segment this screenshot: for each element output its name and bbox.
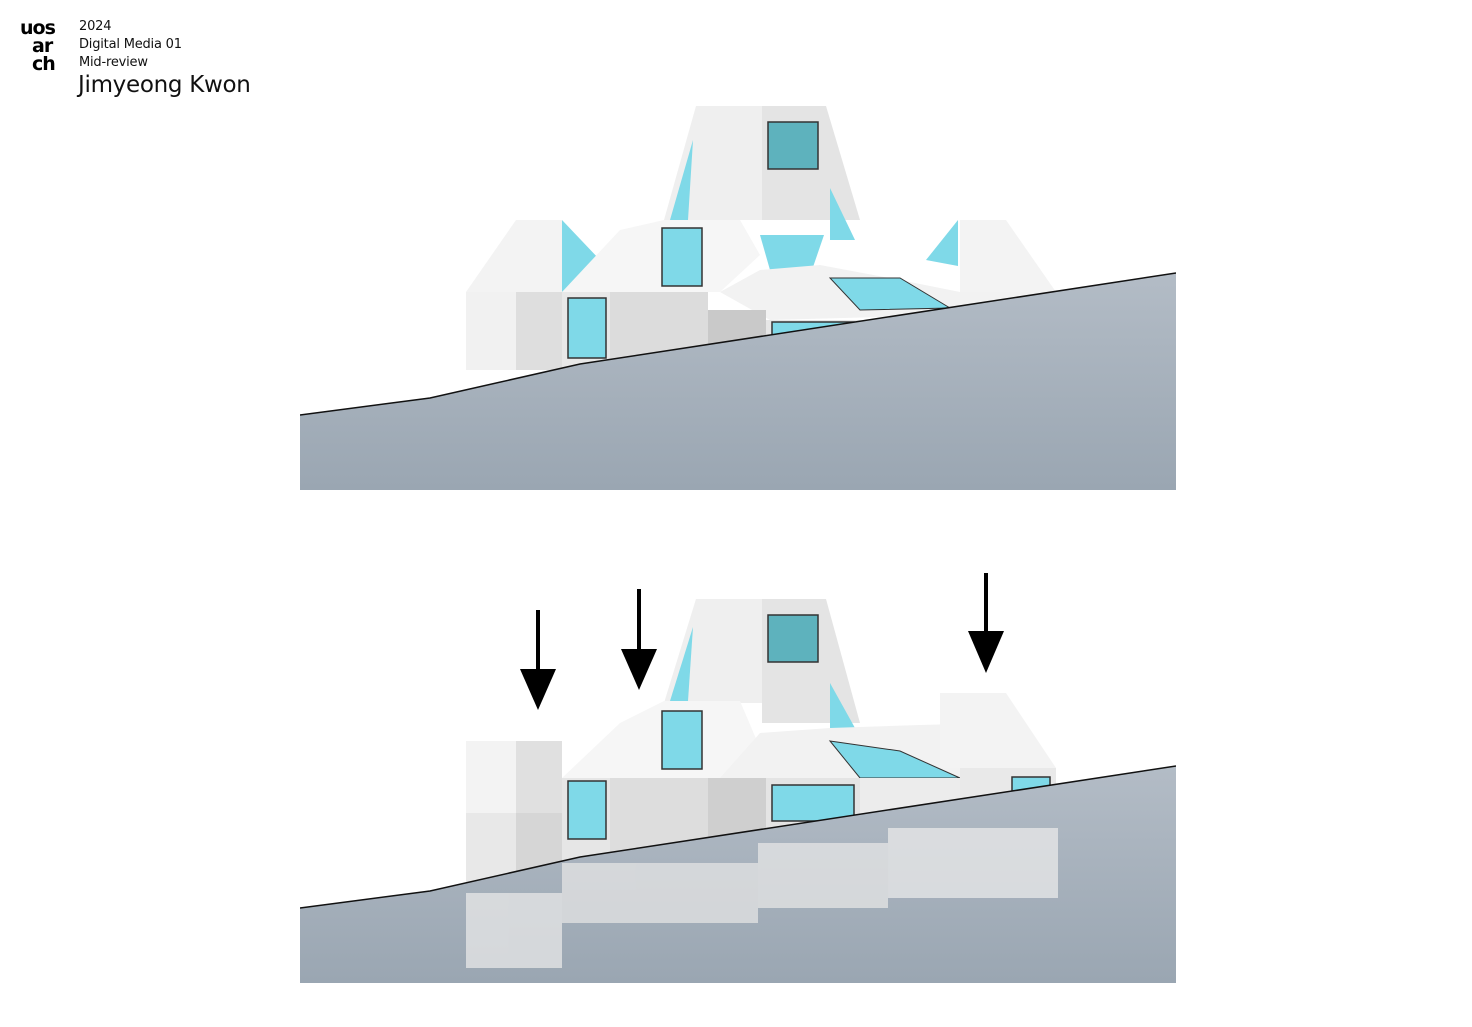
- elevation-render-top: [300, 80, 1176, 500]
- glass-window: [661, 227, 703, 287]
- glass-panel: [670, 627, 693, 701]
- glass-panel: [830, 683, 855, 728]
- course-label: Digital Media 01: [79, 37, 182, 52]
- glass-window: [661, 710, 703, 770]
- author-name: Jimyeong Kwon: [78, 72, 251, 98]
- elevation-render-bottom: [300, 573, 1176, 993]
- glass-panel: [830, 188, 855, 240]
- arrow-down-icon: [621, 589, 657, 690]
- glass-panel: [926, 220, 958, 266]
- glass-window: [567, 297, 607, 359]
- glass-panel: [670, 140, 693, 220]
- project-meta: 2024 Digital Media 01 Mid-review: [79, 18, 182, 72]
- logo-line-3: ch: [32, 53, 55, 71]
- year-label: 2024: [79, 19, 112, 34]
- terrain-ground: [300, 273, 1176, 490]
- glass-window: [771, 784, 855, 822]
- arrow-down-icon: [968, 573, 1004, 673]
- arrow-down-icon: [520, 610, 556, 710]
- ground-line: [300, 272, 1176, 416]
- glass-panel: [760, 235, 824, 270]
- glass-window: [767, 614, 819, 663]
- glass-window: [567, 780, 607, 840]
- glass-panel: [562, 220, 600, 292]
- uos-arch-logo: uos ar ch: [20, 17, 70, 71]
- glass-window: [767, 121, 819, 170]
- logo-line-1: uos: [20, 17, 56, 39]
- phase-label: Mid-review: [79, 55, 148, 70]
- ground-line: [300, 765, 1176, 909]
- logo-line-2: ar: [32, 35, 54, 57]
